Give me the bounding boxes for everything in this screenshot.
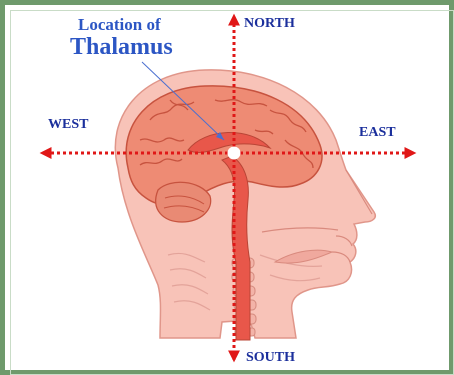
east-label: EAST [359, 125, 396, 140]
title-line1: Location of [78, 15, 161, 34]
thalamus-marker [228, 147, 240, 159]
north-label: NORTH [244, 16, 295, 31]
west-label: WEST [48, 117, 89, 132]
south-label: SOUTH [246, 350, 295, 365]
cerebellum [156, 182, 211, 222]
title-line2: Thalamus [70, 34, 173, 60]
